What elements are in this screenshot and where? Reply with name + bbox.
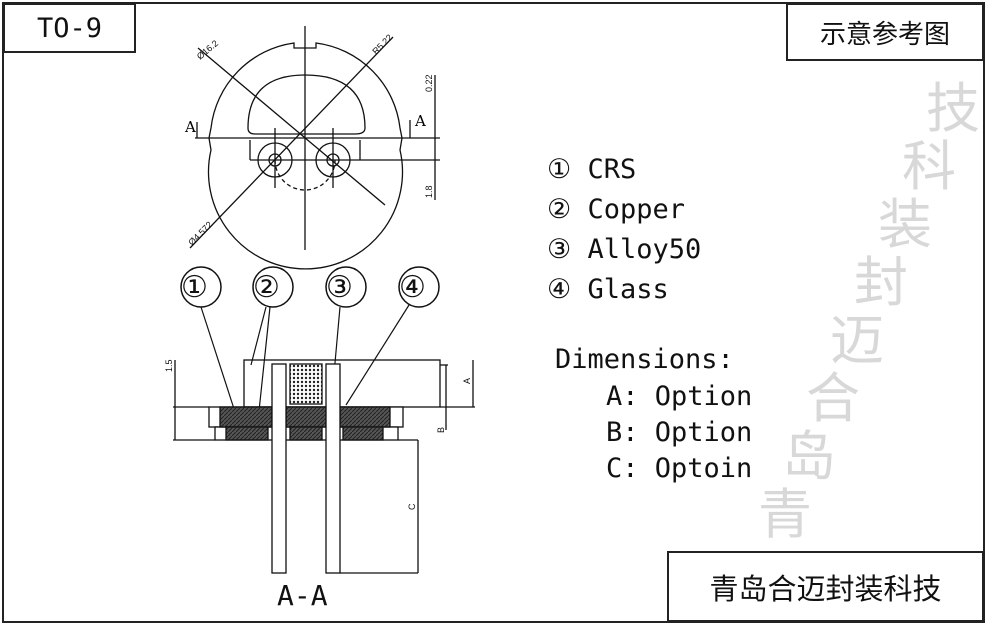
dim-label: R5.22	[370, 32, 394, 56]
callout-circles	[180, 266, 440, 308]
dim-label: C	[407, 503, 417, 510]
watermark-char: 科	[902, 135, 956, 198]
callout-3: ③	[326, 270, 353, 305]
material-name: CRS	[587, 154, 637, 185]
dim-label: B	[436, 427, 446, 433]
dim-label: 1.8	[424, 185, 434, 198]
watermark-char: 合	[806, 367, 860, 430]
material-name: Copper	[587, 194, 686, 225]
company-box: 青岛合迈封装科技	[667, 551, 984, 622]
dim-label: Ø16.2	[195, 38, 220, 61]
dimension-item: C: Optoin	[606, 453, 753, 484]
dim-label: 0.22	[424, 74, 434, 92]
callout-4: ④	[399, 270, 426, 305]
material-num: ④	[547, 274, 572, 305]
section-view	[173, 359, 475, 574]
callout-2: ②	[253, 270, 280, 305]
material-num: ②	[547, 194, 572, 225]
dimension-item: A: Option	[606, 381, 753, 412]
watermark-char: 封	[854, 251, 908, 314]
title-box: TO-9	[3, 3, 136, 53]
material-name: Alloy50	[587, 234, 702, 265]
watermark-char: 装	[878, 193, 932, 256]
dimension-item: B: Option	[606, 417, 753, 448]
section-label: A-A	[277, 579, 328, 612]
dim-label: Ø4.572	[186, 219, 214, 247]
watermark-char: 迈	[830, 309, 884, 372]
watermark-char: 技	[926, 77, 980, 140]
dimensions-heading: Dimensions:	[555, 344, 734, 375]
material-item: ① CRS	[547, 156, 636, 183]
watermark-char: 岛	[782, 425, 836, 488]
material-name: Glass	[587, 274, 669, 305]
material-item: ② Copper	[547, 196, 685, 223]
material-num: ①	[547, 154, 572, 185]
material-item: ③ Alloy50	[547, 236, 701, 263]
section-mark: A	[184, 118, 196, 136]
callout-1: ①	[181, 270, 208, 305]
material-item: ④ Glass	[547, 276, 669, 303]
subtitle-box: 示意参考图	[786, 3, 984, 61]
material-num: ③	[547, 234, 572, 265]
dim-label: 1.5	[164, 359, 174, 372]
watermark-char: 青	[758, 483, 812, 546]
section-mark: A	[414, 112, 426, 130]
top-view	[189, 26, 440, 270]
dim-label: A	[462, 378, 472, 384]
